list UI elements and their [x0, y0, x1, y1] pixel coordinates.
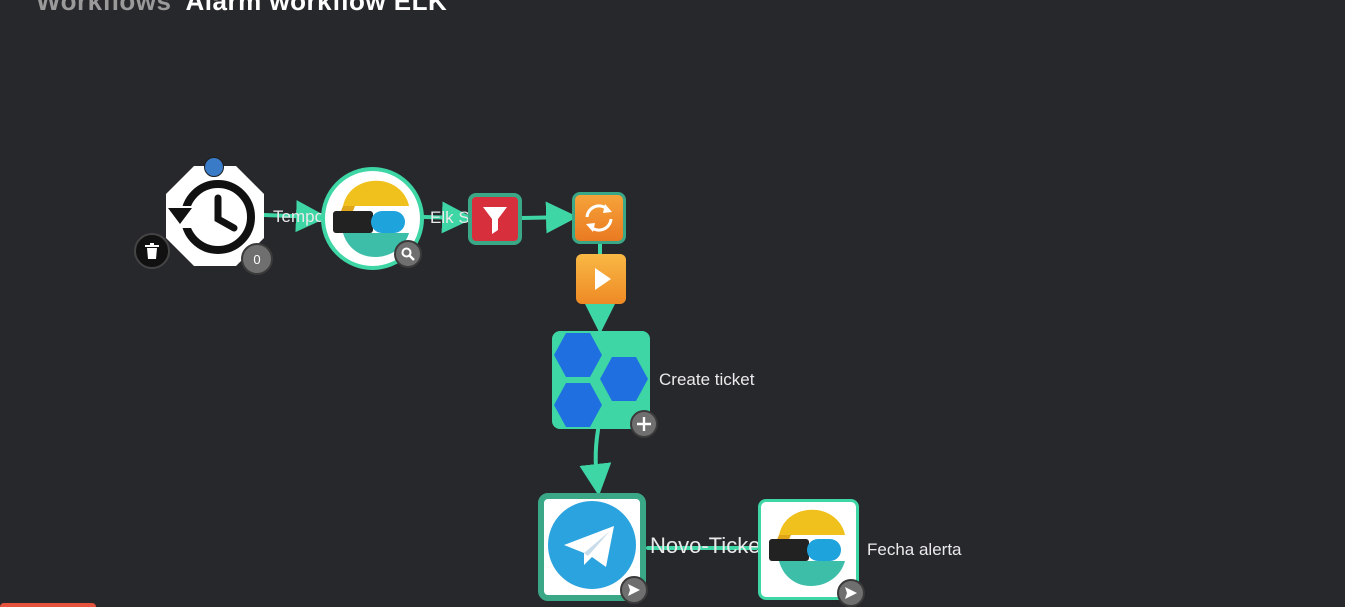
page-title-prefix: Workflows [36, 0, 172, 16]
trigger-connect-handle[interactable] [204, 157, 224, 177]
play-node[interactable] [576, 254, 626, 304]
filter-node[interactable] [468, 193, 522, 245]
elasticsearch-icon [333, 180, 409, 257]
trigger-label: Tempo [273, 207, 325, 226]
telegram-label: Novo-Ticket [650, 533, 767, 558]
magnifier-icon [401, 247, 415, 261]
refresh-icon [585, 204, 613, 232]
elk-close-label: Fecha alerta [867, 540, 962, 559]
thehive-label: Create ticket [659, 370, 755, 389]
telegram-node[interactable] [538, 493, 646, 601]
loop-node[interactable] [572, 192, 626, 244]
filter-icon [483, 207, 507, 234]
trigger-node[interactable] [166, 166, 264, 266]
telegram-send-badge [620, 576, 648, 604]
elasticsearch-icon [769, 509, 845, 586]
edge-elk-filter [422, 201, 474, 234]
trash-icon [145, 243, 159, 259]
plus-icon [637, 417, 651, 431]
play-icon [595, 268, 611, 290]
trigger-counter-badge: 0 [241, 243, 273, 275]
workflow-name: Alarm workflow ELK [185, 0, 448, 16]
elk-search-node[interactable] [321, 167, 424, 270]
add-node-button[interactable] [630, 410, 658, 438]
edge-thehive-telegram [579, 428, 612, 496]
history-clock-icon [166, 166, 264, 266]
edge-filter-loop [520, 201, 578, 234]
page-title: Workflows Alarm workflow ELK [36, 0, 447, 17]
elk-close-node[interactable] [758, 499, 859, 600]
elk-search-badge [394, 240, 422, 268]
hexagons-icon [554, 333, 648, 427]
telegram-icon [548, 501, 636, 589]
send-icon [628, 584, 640, 596]
bottom-action-button[interactable] [0, 603, 96, 607]
edge-trigger-elk [262, 200, 328, 233]
delete-node-button[interactable] [134, 233, 170, 269]
send-icon [845, 587, 857, 599]
elk-close-send-badge [837, 579, 865, 607]
